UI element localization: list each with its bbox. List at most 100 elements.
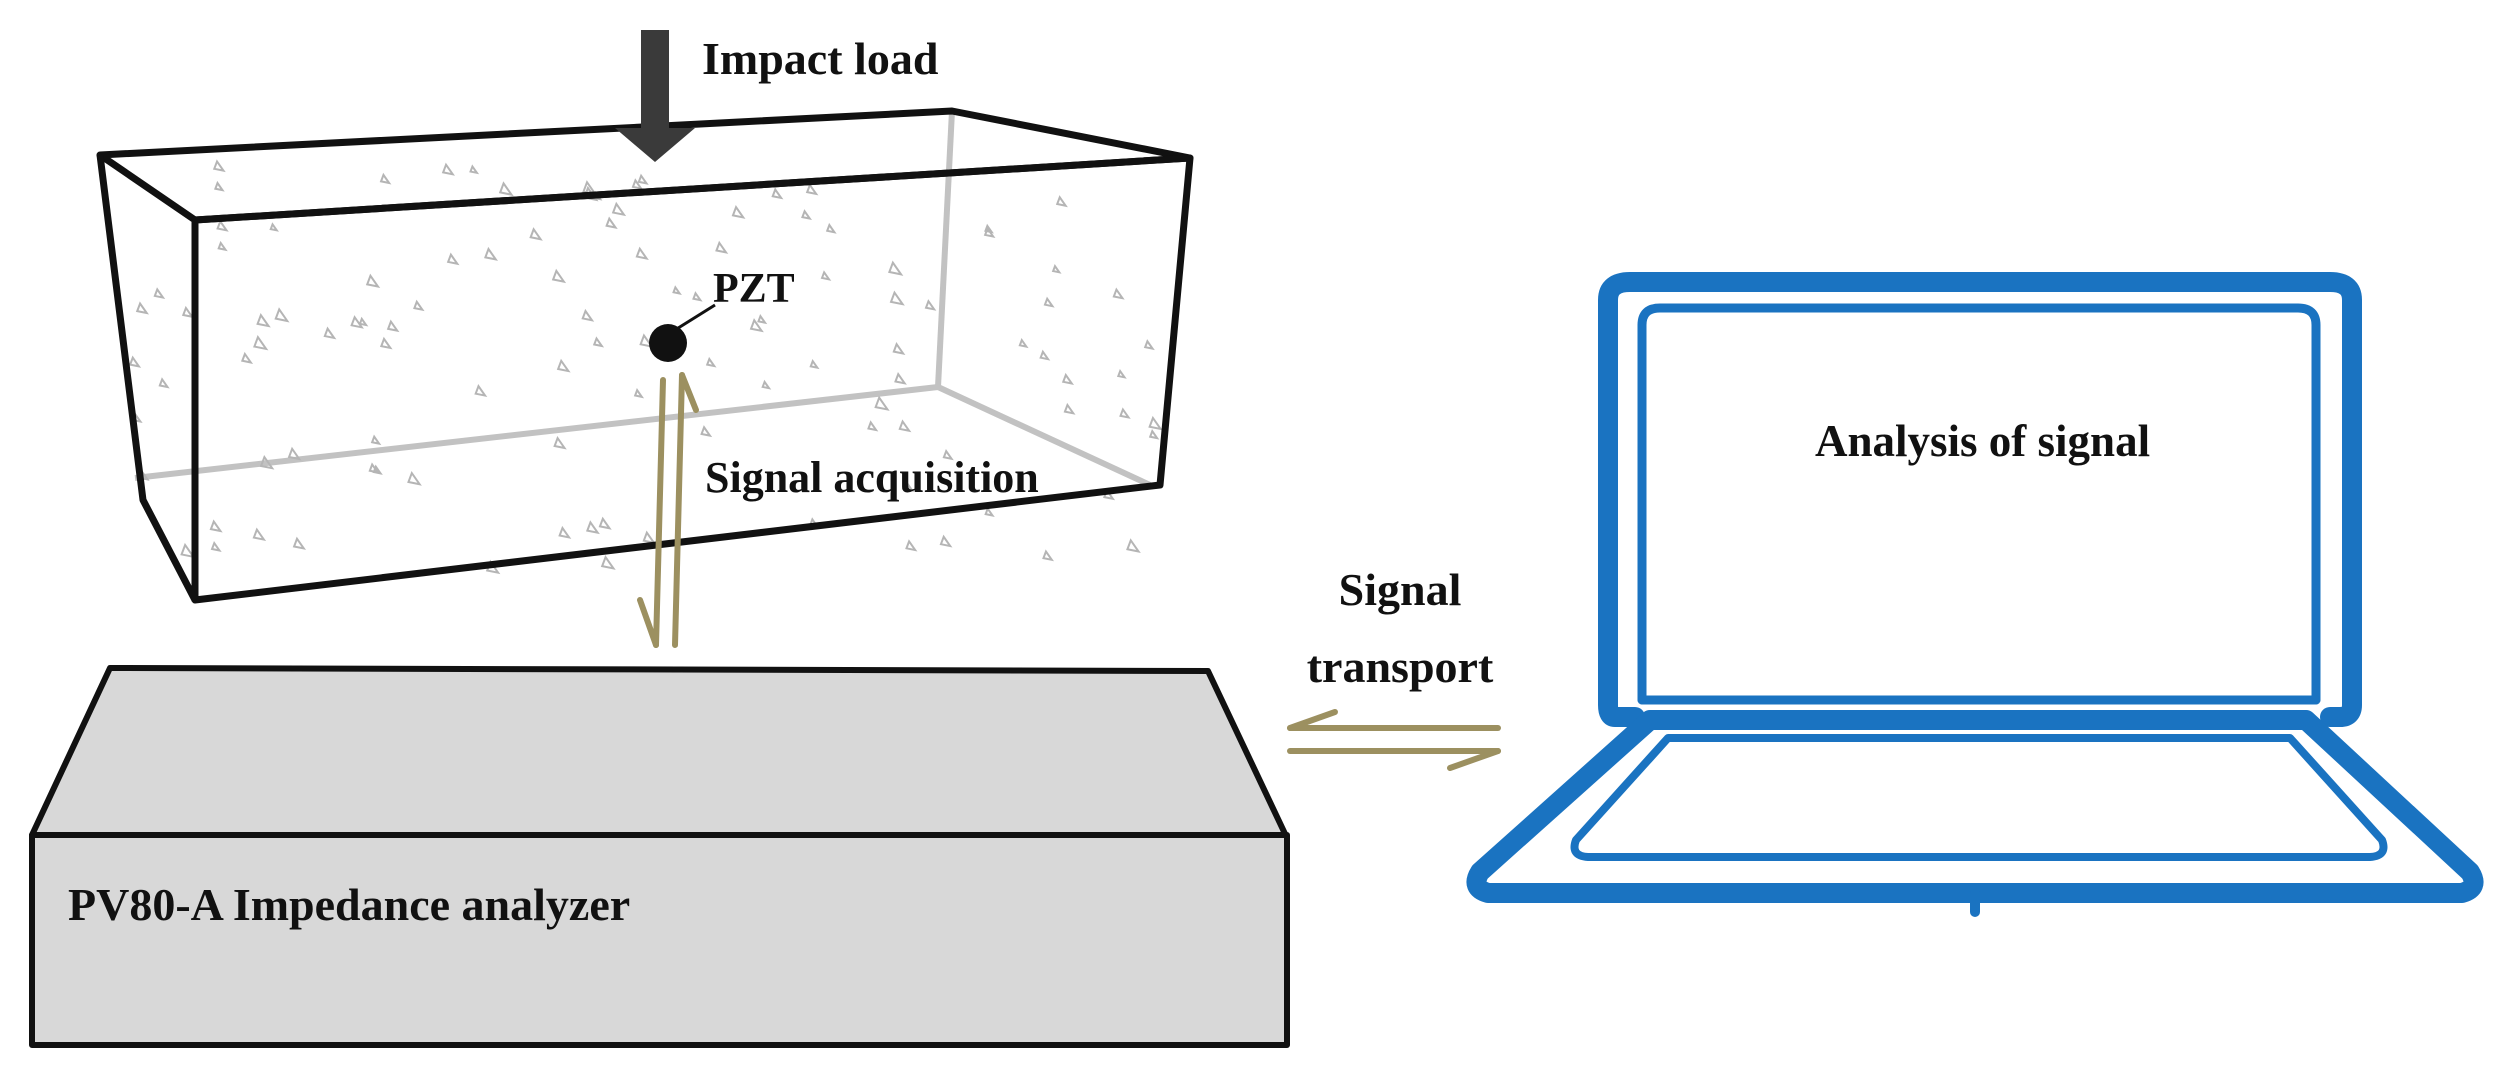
aggregate-speck <box>529 227 543 241</box>
aggregate-speck <box>867 420 879 432</box>
aggregate-speck <box>820 270 832 281</box>
aggregate-speck <box>153 287 166 300</box>
aggregate-speck <box>252 527 267 542</box>
aggregate-speck <box>209 519 223 533</box>
aggregate-speck <box>1148 415 1163 431</box>
aggregate-speck <box>323 326 337 340</box>
impact-load-label: Impact load <box>702 33 939 84</box>
laptop-icon <box>1466 272 2484 917</box>
aggregate-speck <box>210 540 222 552</box>
aggregate-speck <box>809 358 820 370</box>
aggregate-speck <box>181 305 195 319</box>
aggregate-speck <box>446 252 460 266</box>
signal-transport-label-line1: Signal <box>1339 564 1462 615</box>
aggregate-speck <box>1043 296 1055 308</box>
aggregate-speck <box>635 246 649 260</box>
aggregate-speck <box>474 384 488 398</box>
aggregate-speck <box>1119 407 1131 419</box>
aggregate-speck <box>939 534 953 548</box>
aggregate-speck <box>379 172 392 185</box>
analyzer-label: PV80-A Impedance analyzer <box>68 879 630 930</box>
aggregate-speck <box>379 336 393 350</box>
pzt-sensor <box>649 303 716 362</box>
aggregate-speck <box>898 419 912 433</box>
aggregate-speck <box>894 372 907 385</box>
aggregate-speck <box>370 434 382 446</box>
aggregate-speck <box>901 479 915 492</box>
aggregate-speck <box>214 180 225 192</box>
aggregate-speck <box>942 449 954 461</box>
aggregate-speck <box>825 222 837 234</box>
aggregate-speck <box>269 222 280 232</box>
aggregate-speck <box>407 470 422 486</box>
aggregate-speck <box>484 246 499 261</box>
aggregate-speck <box>212 159 226 173</box>
aggregate-speck <box>553 435 567 450</box>
aggregate-speck <box>135 301 149 315</box>
aggregate-speck <box>805 182 819 196</box>
aggregate-speck <box>350 315 364 329</box>
aggregate-speck <box>611 201 627 217</box>
aggregate-speck <box>642 530 657 545</box>
beam-aggregate-texture <box>128 159 1163 575</box>
aggregate-speck <box>984 506 995 518</box>
aggregate-speck <box>631 178 644 191</box>
signal-transport-label-line2: transport <box>1307 641 1494 692</box>
aggregate-speck <box>983 226 996 239</box>
aggregate-speck <box>592 336 605 348</box>
aggregate-speck <box>558 525 572 539</box>
aggregate-speck <box>715 240 729 254</box>
aggregate-speck <box>365 273 381 288</box>
aggregate-speck <box>874 395 890 411</box>
aggregate-speck <box>274 307 290 323</box>
aggregate-speck <box>158 377 170 389</box>
aggregate-speck <box>259 454 275 470</box>
aggregate-speck <box>1112 287 1125 300</box>
aggregate-speck <box>128 355 142 368</box>
aggregate-speck <box>600 554 616 570</box>
aggregate-speck <box>771 187 784 200</box>
aggregate-speck <box>633 388 645 399</box>
aggregate-speck <box>1018 337 1029 349</box>
aggregate-speck <box>292 536 307 550</box>
aggregate-speck <box>1051 264 1062 274</box>
aggregate-speck <box>605 216 618 230</box>
aggregate-speck <box>1126 538 1141 553</box>
aggregate-speck <box>1055 195 1068 208</box>
aggregate-speck <box>924 299 937 311</box>
pzt-sensor-dot <box>649 324 687 362</box>
beam-outline <box>96 107 1194 604</box>
aggregate-speck <box>180 542 196 559</box>
aggregate-speck <box>287 446 302 461</box>
aggregate-speck <box>1039 349 1051 361</box>
aggregate-speck <box>905 539 918 552</box>
aggregate-speck <box>892 342 906 355</box>
aggregate-speck <box>253 335 269 351</box>
aggregate-speck <box>556 358 571 373</box>
aggregate-speck <box>1143 339 1155 351</box>
aggregate-speck <box>217 240 228 252</box>
aggregate-speck <box>240 351 254 364</box>
aggregate-speck <box>1042 549 1055 562</box>
aggregate-speck <box>1116 368 1127 379</box>
aggregate-speck <box>700 425 713 438</box>
aggregate-speck <box>256 313 271 328</box>
aggregate-speck <box>757 314 768 325</box>
analysis-of-signal-label: Analysis of signal <box>1815 416 2150 466</box>
aggregate-speck <box>598 516 612 530</box>
aggregate-speck <box>889 290 905 306</box>
down-arrow-icon <box>641 30 669 135</box>
aggregate-speck <box>672 285 682 295</box>
aggregate-speck <box>801 209 813 221</box>
aggregate-speck <box>692 291 703 302</box>
aggregate-speck <box>581 308 595 322</box>
aggregate-speck <box>498 181 514 197</box>
aggregate-speck <box>358 316 369 327</box>
aggregate-speck <box>1061 372 1075 385</box>
signal-acquisition-arrows <box>637 372 699 648</box>
impedance-analyzer <box>29 665 1290 1048</box>
aggregate-speck <box>639 333 654 348</box>
signal-acquisition-label: Signal acquisition <box>705 453 1039 502</box>
signal-transport-arrows <box>1287 709 1501 771</box>
impact-load-arrow <box>615 30 695 162</box>
